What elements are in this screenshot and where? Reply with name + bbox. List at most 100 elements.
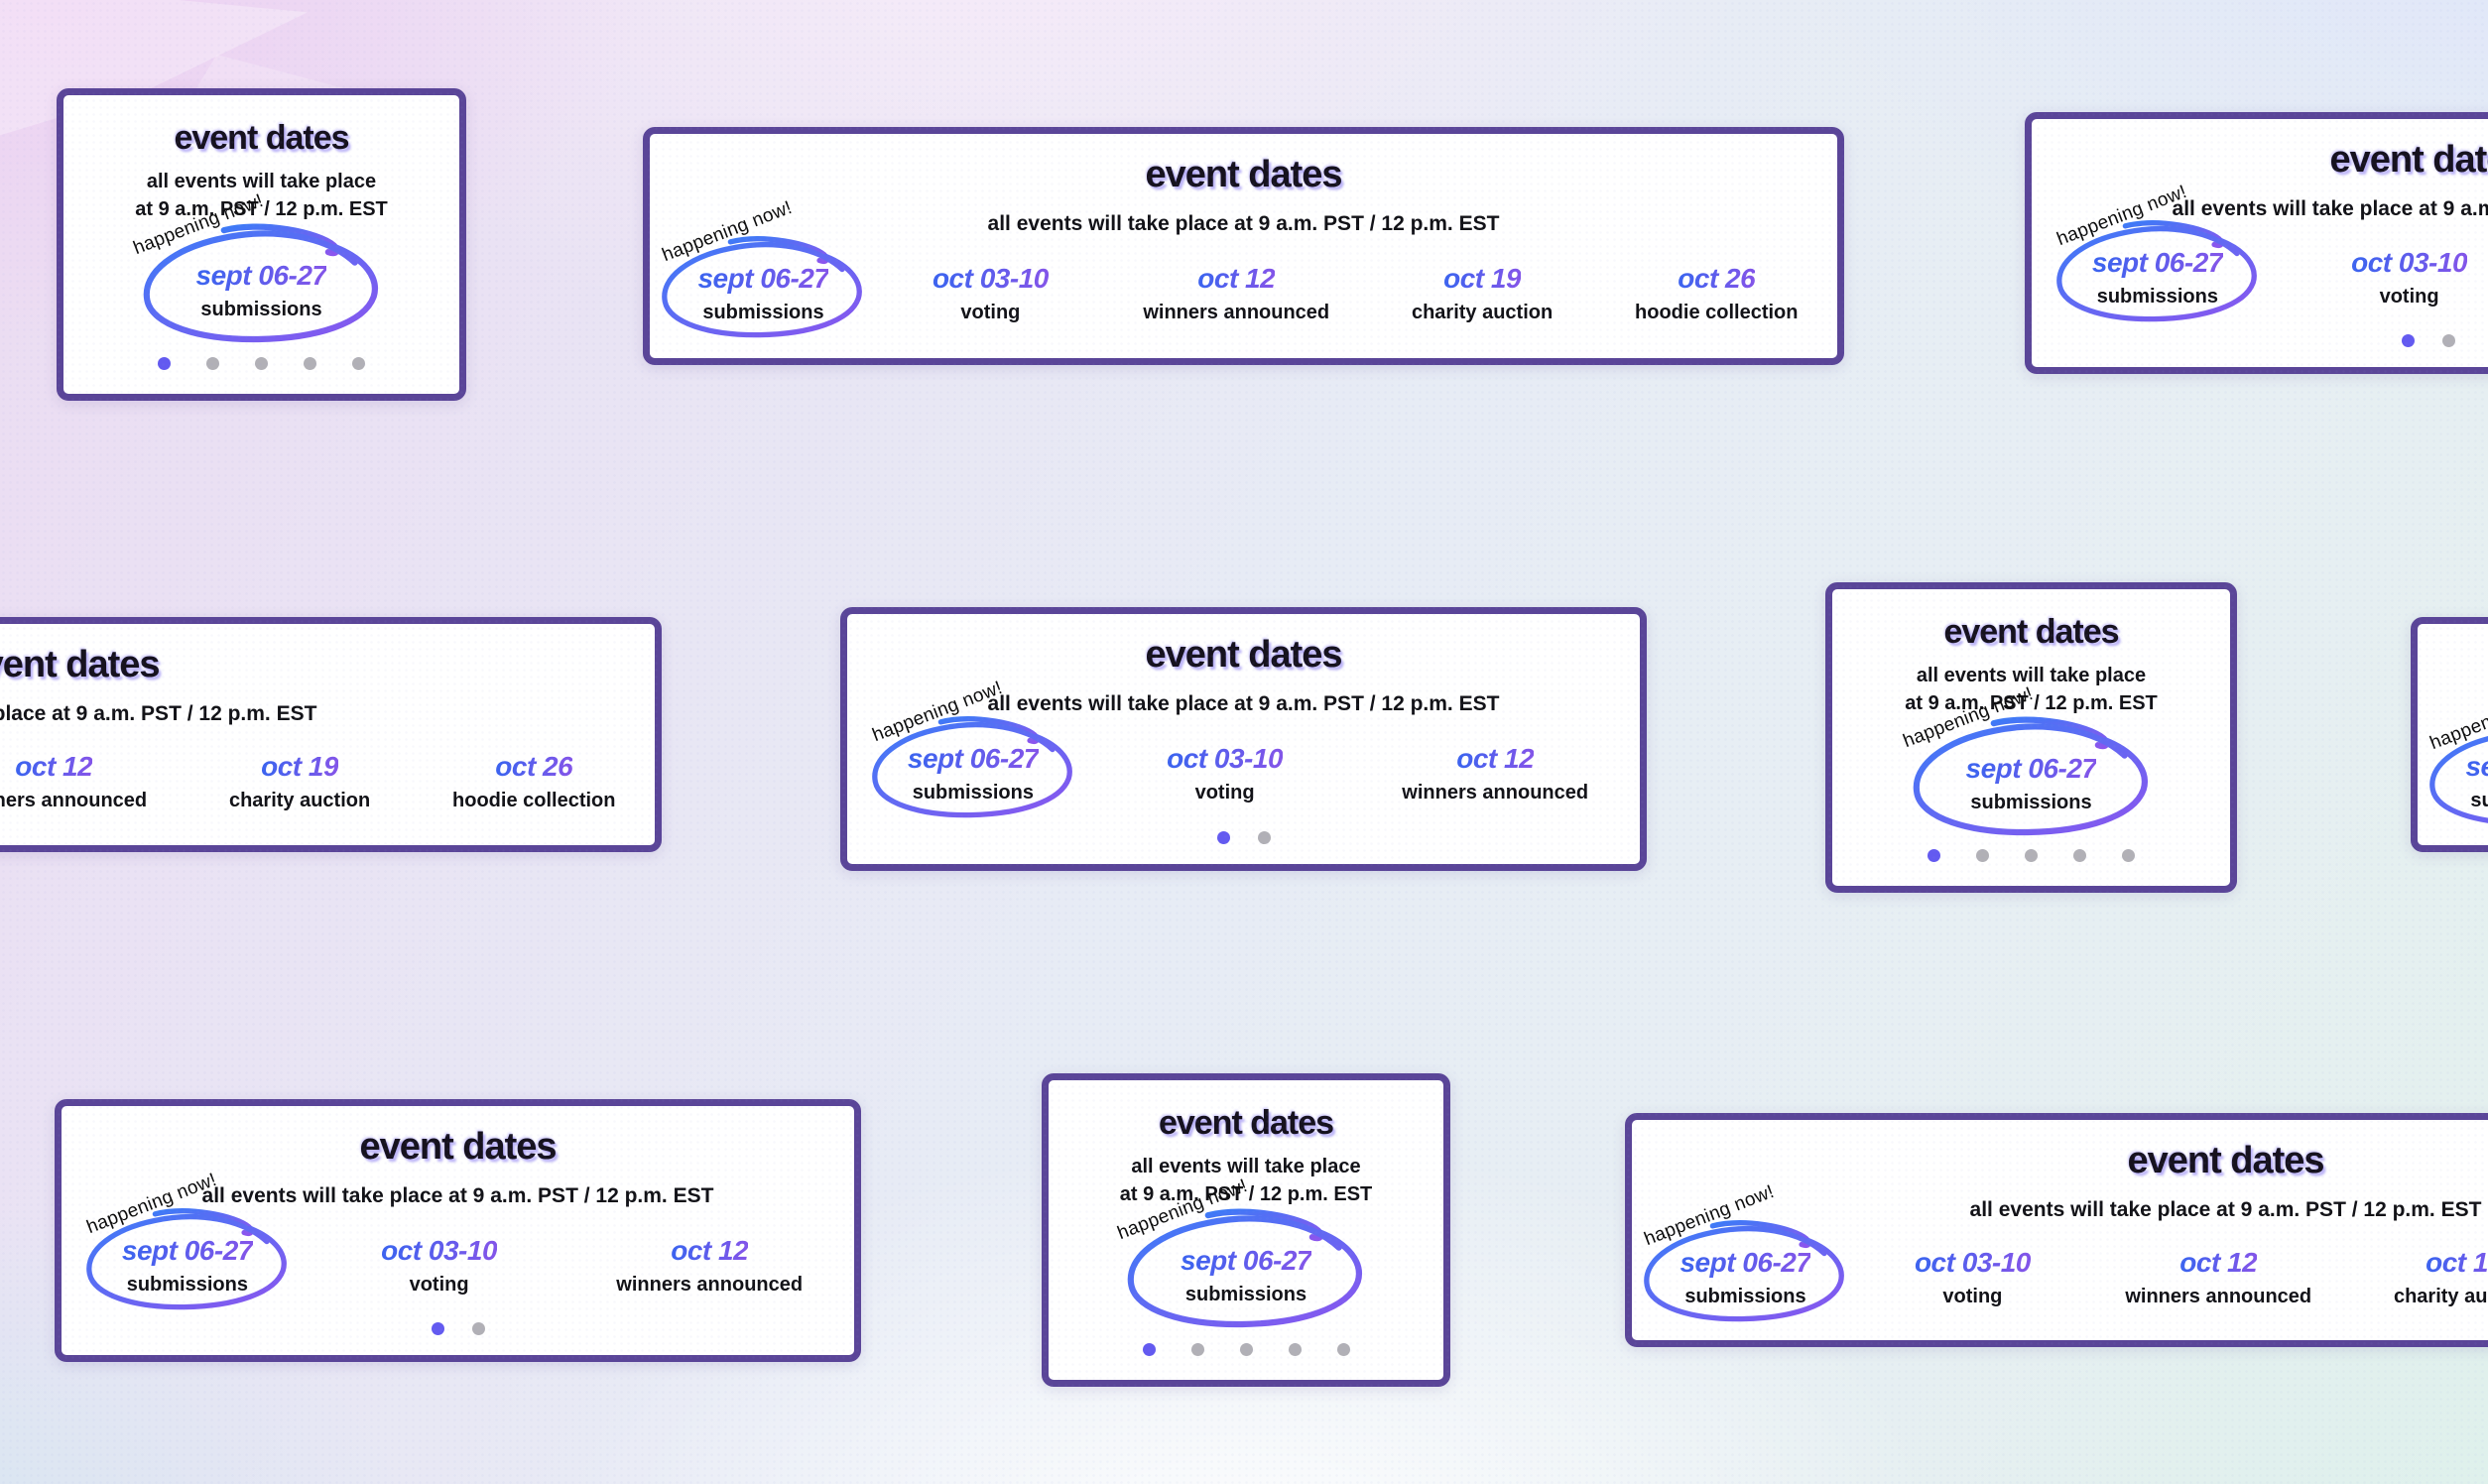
card-subtitle-line: all events will take place: [1916, 665, 2147, 686]
carousel-dot[interactable]: [1288, 1343, 1302, 1356]
card-title: event dates: [0, 644, 161, 685]
carousel-dot[interactable]: [2441, 334, 2455, 347]
event-label: submissions: [126, 1273, 248, 1296]
event-date: oct 03-10: [1914, 1246, 2031, 1278]
event-label: winners announced: [0, 790, 148, 811]
carousel-dot[interactable]: [206, 357, 219, 370]
event-dates-card: event dates all events will take place a…: [840, 607, 1647, 871]
event-date: oct 03-10: [2351, 247, 2468, 278]
carousel-dots: [1142, 1343, 1350, 1356]
event-item: oct 03-10 voting: [1898, 1247, 2047, 1308]
carousel-dot[interactable]: [471, 1322, 485, 1335]
carousel-dots: [431, 1322, 485, 1335]
carousel-dot-active[interactable]: [1928, 849, 1940, 862]
card-subtitle: all events will take place at 9 a.m. PST…: [987, 692, 1500, 715]
events-row: happening now! sept 06-27 submissions oc…: [62, 1169, 854, 1322]
carousel-dot-active[interactable]: [1216, 831, 1230, 844]
event-label: winners announced: [1143, 301, 1330, 323]
card-subtitle-line: at 9 a.m. PST / 12 p.m. EST: [1119, 1183, 1373, 1205]
events-row: happening now! sept 06-27 submissions oc…: [847, 678, 1640, 831]
events-row: happening now! sept 06-27 submissions: [1049, 1175, 1443, 1343]
event-item: oct 19 charity auction: [2390, 1247, 2488, 1308]
event-item: happening now! sept 06-27 submissions: [870, 678, 1072, 818]
event-date: sept 06-27: [1679, 1246, 1811, 1278]
event-item: happening now! sept 06-27 submissions: [130, 189, 378, 342]
event-item: oct 26 hoodie collection: [452, 751, 615, 812]
event-date: sept 06-27: [907, 743, 1039, 774]
carousel-dot-active[interactable]: [1142, 1343, 1156, 1356]
events-row: happening now! sept 06-27 submissions oc…: [2418, 685, 2488, 845]
event-label: submissions: [200, 298, 322, 320]
events-row: happening now! sept 06-27 submissions: [63, 189, 459, 357]
event-item: oct 12 winners announced: [1402, 743, 1588, 804]
events-row: happening now! sept 06-27 submissions oc…: [0, 726, 655, 845]
event-item: oct 12 winners announced: [0, 751, 147, 812]
event-date: sept 06-27: [2465, 751, 2488, 783]
carousel-dot[interactable]: [2122, 849, 2135, 862]
event-date: oct 12: [15, 751, 93, 782]
event-label: charity auction: [2393, 1285, 2488, 1307]
carousel-dot[interactable]: [1190, 1343, 1204, 1356]
event-item: oct 03-10 voting: [916, 263, 1064, 324]
event-dates-card: event dates all events will take place a…: [0, 617, 662, 852]
carousel-dot[interactable]: [304, 357, 316, 370]
card-title: event dates: [1943, 613, 2119, 651]
event-label: submissions: [912, 782, 1034, 804]
event-item: oct 19 charity auction: [225, 751, 374, 812]
event-label: charity auction: [1411, 301, 1554, 323]
event-label: charity auction: [228, 790, 371, 811]
event-label: hoodie collection: [1635, 301, 1799, 323]
event-date: oct 26: [1678, 262, 1756, 294]
event-date: sept 06-27: [121, 1234, 253, 1266]
event-date: oct 12: [671, 1234, 749, 1266]
happening-now-annotation: happening now!: [83, 1169, 220, 1238]
event-label: winners announced: [616, 1273, 804, 1296]
card-subtitle-line: at 9 a.m. PST / 12 p.m. EST: [135, 198, 388, 220]
happening-now-annotation: happening now!: [660, 196, 796, 266]
event-item: oct 03-10 voting: [1151, 743, 1300, 804]
carousel-dot[interactable]: [352, 357, 365, 370]
carousel-dot-active[interactable]: [158, 357, 171, 370]
carousel-dots: [1928, 849, 2135, 862]
card-title: event dates: [2329, 139, 2488, 181]
carousel-dot[interactable]: [1976, 849, 1989, 862]
card-title: event dates: [174, 119, 349, 157]
event-date: sept 06-27: [697, 262, 829, 294]
carousel-dots: [158, 357, 365, 370]
carousel-dots: [2401, 334, 2455, 347]
event-item: happening now! sept 06-27 submissions: [660, 196, 863, 337]
event-label: submissions: [1184, 1284, 1307, 1305]
event-date: sept 06-27: [1181, 1245, 1311, 1276]
event-item: oct 26 hoodie collection: [1635, 263, 1798, 324]
carousel-dot[interactable]: [1257, 831, 1271, 844]
events-row: happening now! sept 06-27 submissions oc…: [650, 196, 1837, 358]
carousel-dot-active[interactable]: [431, 1322, 444, 1335]
event-dates-card: event dates all events will take place a…: [2411, 617, 2488, 852]
event-label: winners announced: [1402, 782, 1589, 804]
happening-now-annotation: happening now!: [1642, 1180, 1778, 1250]
event-date: oct 03-10: [381, 1234, 498, 1266]
events-row: happening now! sept 06-27 submissions oc…: [1632, 1180, 2488, 1340]
carousel-dot[interactable]: [1336, 1343, 1350, 1356]
happening-now-annotation: happening now!: [2053, 181, 2190, 251]
carousel-dot-active[interactable]: [2401, 334, 2415, 347]
carousel-dot[interactable]: [2025, 849, 2038, 862]
carousel-dot[interactable]: [255, 357, 268, 370]
event-item: oct 03-10 voting: [365, 1235, 514, 1297]
event-date: oct 19: [2426, 1247, 2488, 1279]
carousel-dot[interactable]: [2073, 849, 2086, 862]
events-row: happening now! sept 06-27 submissions: [1832, 682, 2230, 849]
carousel-dot[interactable]: [1239, 1343, 1253, 1356]
event-date: sept 06-27: [1965, 752, 2097, 784]
event-item: happening now! sept 06-27 submissions: [1900, 682, 2148, 835]
event-label: voting: [1942, 1285, 2003, 1307]
event-date: oct 12: [1197, 262, 1276, 294]
card-title: event dates: [1158, 1104, 1334, 1142]
happening-now-annotation: happening now!: [869, 677, 1006, 747]
card-subtitle: all events will take place at 9 a.m. PST…: [1969, 1198, 2482, 1221]
